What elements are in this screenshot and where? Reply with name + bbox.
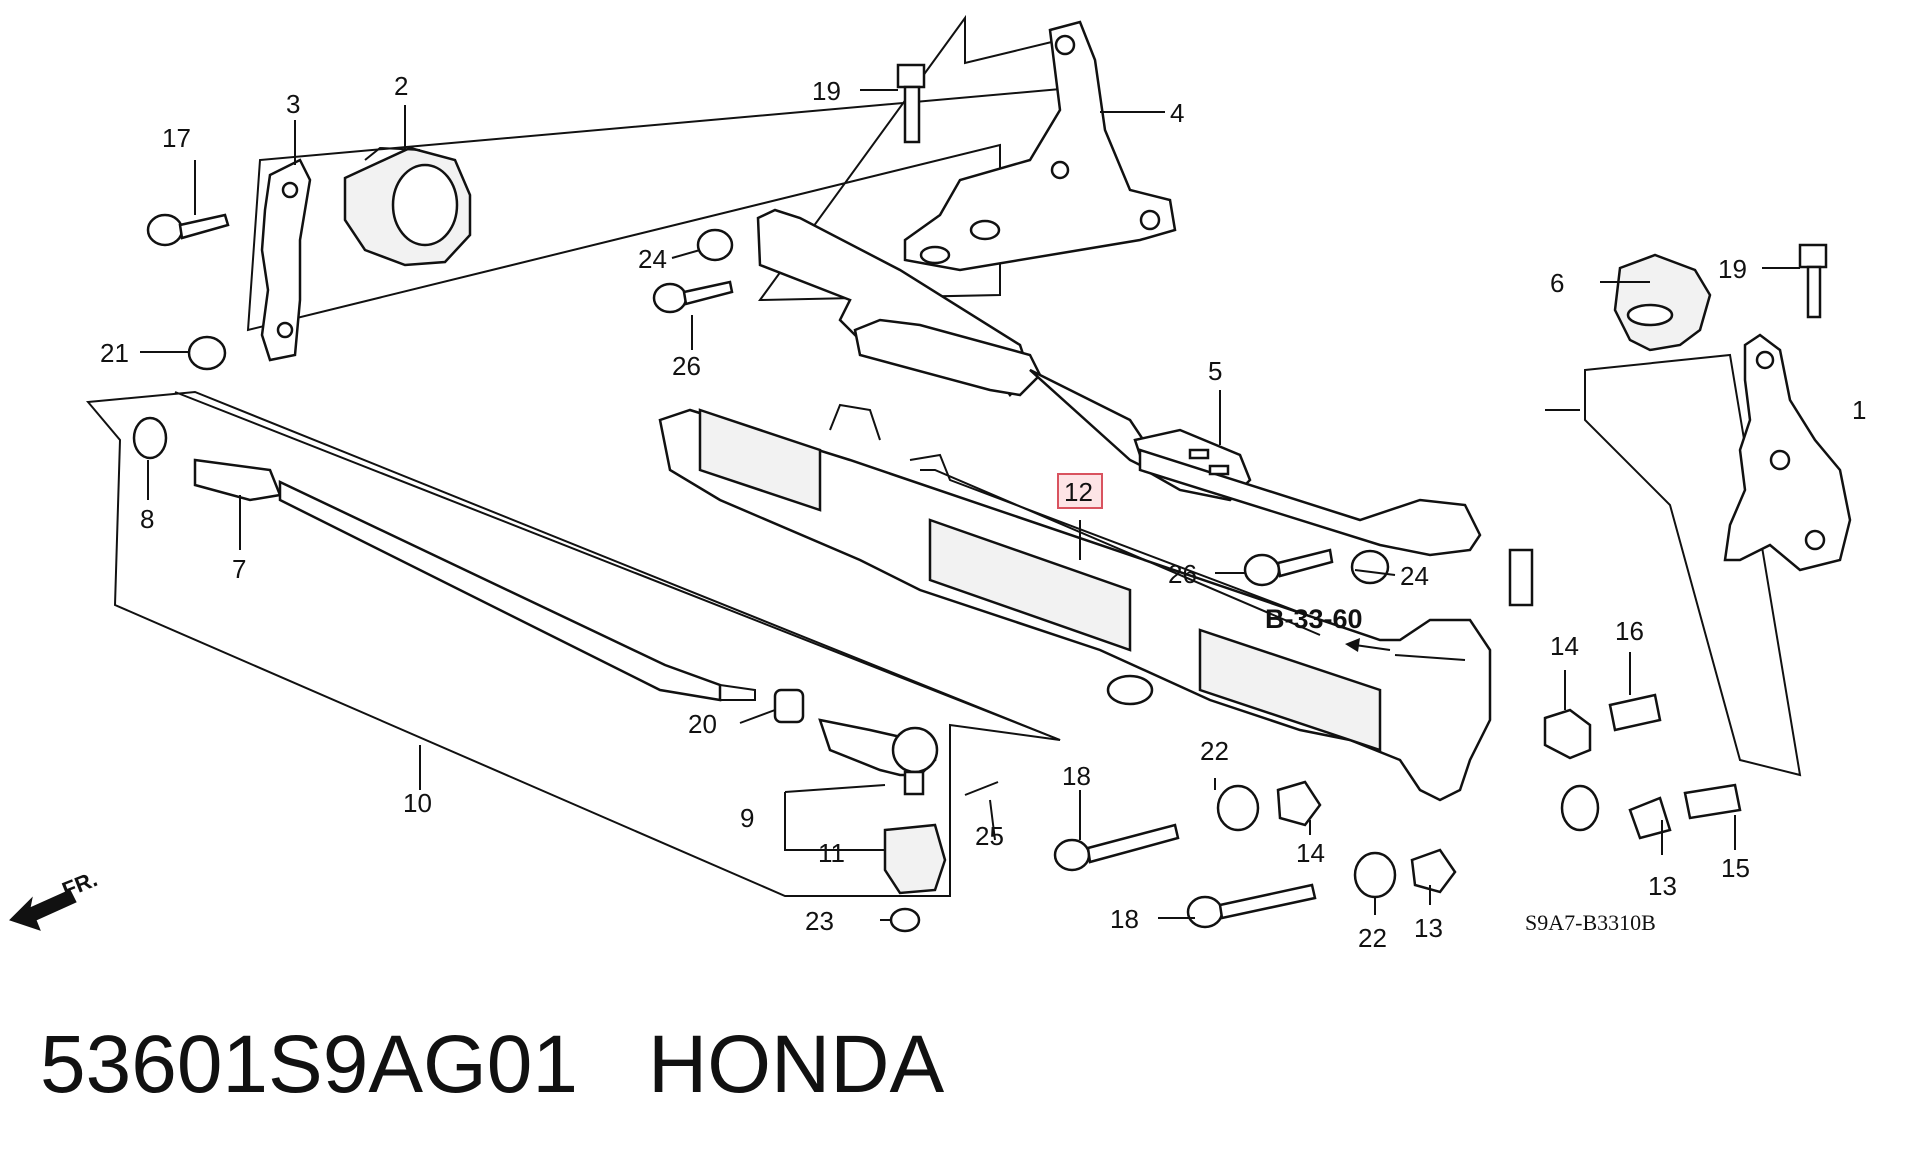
highlighted-part-box [1057,473,1103,509]
callout-6: 6 [1550,268,1564,298]
reference-label: B-33-60 [1265,604,1363,634]
callout-7: 7 [232,554,246,584]
callout-26-lower: 26 [1168,559,1197,589]
crossmember-part-5 [756,208,1482,557]
callout-12: 12 [1064,477,1093,507]
nut-part-23 [889,907,921,933]
diagram-code: S9A7-B3310B [1525,910,1656,935]
tie-rod-box-edge [174,391,1061,741]
nut-part-24-lower [1350,549,1390,585]
callout-10: 10 [403,788,432,818]
callout-17: 17 [162,123,191,153]
bolt-part-18-upper [1053,823,1180,872]
bolt-part-17 [146,213,230,247]
callout-22-upper: 22 [1200,736,1229,766]
callout-5: 5 [1208,356,1222,386]
nut-part-21 [187,335,227,371]
boot-part-6 [1613,253,1712,352]
callout-24-upper: 24 [638,244,667,274]
callout-26-upper: 26 [672,351,701,381]
callout-4: 4 [1170,98,1184,128]
callout-18-upper: 18 [1062,761,1091,791]
bolt-part-18-lower [1186,883,1317,929]
brand-name: HONDA [648,1019,945,1110]
callout-16: 16 [1615,616,1644,646]
bracket-part-1 [1723,333,1852,572]
callout-19-right: 19 [1718,254,1747,284]
collar-part-15 [1683,783,1742,820]
callout-22-lower: 22 [1358,923,1387,953]
washer-part-22-upper [1216,784,1260,832]
bolt-part-26-lower [1243,548,1334,587]
bushing-part-13-lower [1410,848,1457,894]
callout-11: 11 [818,838,845,868]
callout-25: 25 [975,821,1004,851]
callout-15: 15 [1721,853,1750,883]
front-arrow-icon [9,889,77,931]
callout-24-lower: 24 [1400,561,1429,591]
callout-2: 2 [394,71,408,101]
leader-lines [140,89,1800,921]
washer-part-8 [132,416,168,460]
callout-18-lower: 18 [1110,904,1139,934]
nut-part-24-upper [696,228,734,262]
callout-13-lower: 13 [1414,913,1443,943]
bushing-part-14-right [1543,708,1592,760]
tie-rod-part-7 [193,458,756,702]
tie-rod-end-part-9 [818,718,939,796]
part-number: 53601S9AG01 [40,1019,579,1110]
bolt-part-19-right [1798,243,1828,319]
callout-19-upper: 19 [812,76,841,106]
bolt-part-19-upper [896,63,926,144]
clamp-part-3 [260,158,312,362]
callout-20: 20 [688,709,717,739]
callout-9: 9 [740,803,754,833]
boot-part-11 [883,823,947,895]
part-caption: 53601S9AG01 HONDA [40,1015,944,1115]
callout-13-right: 13 [1648,871,1677,901]
bracket-part-4 [903,20,1177,272]
callout-8: 8 [140,504,154,534]
front-label: FR. [59,866,101,902]
callout-14-right: 14 [1550,631,1579,661]
bushing-part-2 [343,146,472,267]
callout-3: 3 [286,89,300,119]
reference-arrow [1354,644,1391,651]
tie-rod-group-outline [86,390,1061,897]
bushing-part-14-left [1276,780,1322,827]
callout-14-left: 14 [1296,838,1325,868]
nut-part-20 [773,688,805,724]
steering-rack-part-12 [658,403,1600,832]
callout-23: 23 [805,906,834,936]
cotter-pin-part-25 [964,781,999,796]
reference-arrowhead [1345,638,1360,652]
collar-part-16 [1608,693,1662,732]
callout-1: 1 [1852,395,1866,425]
washer-part-22-lower [1353,851,1397,899]
callout-21: 21 [100,338,129,368]
bushing-part-13-right [1628,796,1672,840]
bracket-group-outline [1584,353,1802,777]
bolt-part-26-upper [652,280,734,314]
